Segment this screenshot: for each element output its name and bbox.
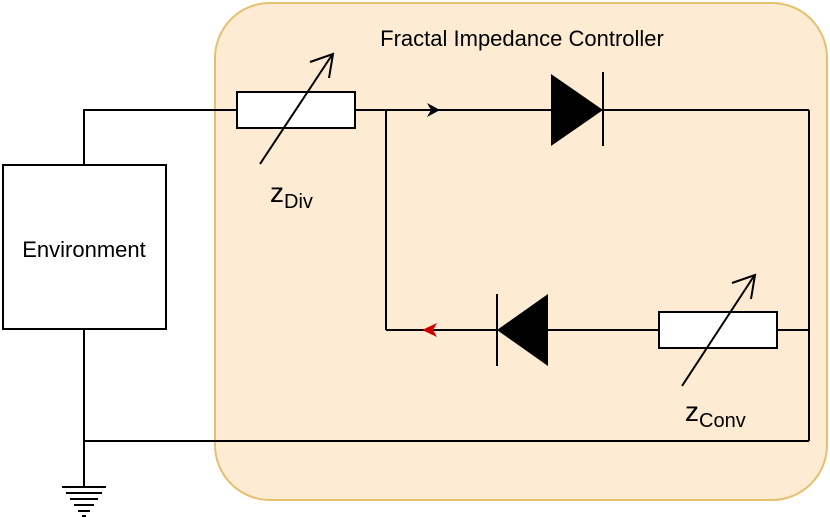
environment-label: Environment bbox=[22, 237, 146, 262]
ground-icon bbox=[62, 486, 106, 517]
controller-container bbox=[214, 2, 828, 501]
circuit-wires bbox=[83, 109, 810, 486]
controller-title: Fractal Impedance Controller bbox=[380, 26, 664, 51]
environment-box bbox=[2, 164, 167, 330]
return-diode bbox=[496, 294, 548, 366]
impedance-conv-label: zConv bbox=[685, 396, 746, 432]
variable-impedance-conv bbox=[658, 273, 778, 387]
forward-flow-arrow bbox=[427, 103, 440, 117]
impedance-div-label: zDiv bbox=[270, 177, 313, 213]
forward-diode bbox=[551, 72, 604, 146]
return-flow-arrow bbox=[422, 323, 437, 337]
variable-impedance-div bbox=[236, 52, 356, 165]
